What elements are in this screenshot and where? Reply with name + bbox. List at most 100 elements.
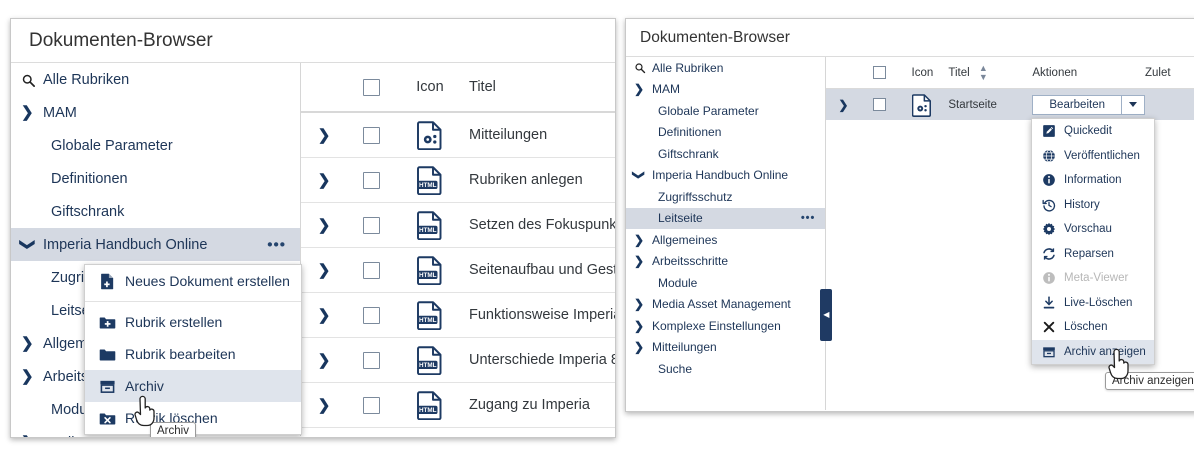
chevron-right-icon[interactable]: ❯: [21, 435, 34, 437]
dropdown-item-reparsen[interactable]: Reparsen: [1032, 242, 1154, 267]
tree-expander[interactable]: ❯: [634, 341, 652, 353]
chevron-down-icon[interactable]: ❯: [632, 170, 647, 181]
title-column-header[interactable]: Titel: [469, 79, 496, 95]
row-expander-cell[interactable]: ❯: [301, 308, 347, 323]
dropdown-item-archiv-anzeigen[interactable]: Archiv anzeigen: [1032, 339, 1154, 364]
tree-expander[interactable]: ❯: [21, 369, 43, 384]
chevron-right-icon[interactable]: ❯: [838, 97, 849, 112]
tree-expander[interactable]: ❯: [634, 320, 652, 332]
select-all-checkbox-right[interactable]: [872, 66, 886, 79]
row-checkbox-cell[interactable]: [347, 351, 395, 369]
dropdown-item-information[interactable]: Information: [1032, 168, 1154, 193]
chevron-right-icon[interactable]: ❯: [21, 368, 34, 385]
tree-expander[interactable]: ❯: [634, 298, 652, 310]
row-expander-cell[interactable]: ❯: [301, 218, 347, 233]
tree-item-mitteilungen[interactable]: ❯Mitteilungen: [626, 337, 825, 359]
row-expander-cell[interactable]: ❯: [301, 353, 347, 368]
row-checkbox-cell[interactable]: [347, 261, 395, 279]
sort-arrows-icon[interactable]: ▲▼: [978, 62, 988, 82]
tree-item-allgemeines[interactable]: ❯Allgemeines: [626, 229, 825, 251]
tree-item-overflow-menu[interactable]: •••: [800, 212, 816, 225]
table-row[interactable]: ❯ Startseite: [826, 89, 1194, 120]
tree-item-giftschrank[interactable]: Giftschrank: [626, 143, 825, 165]
row-checkbox-cell[interactable]: [860, 98, 898, 111]
chevron-right-icon[interactable]: ❯: [634, 254, 645, 269]
chevron-right-icon[interactable]: ❯: [634, 318, 645, 333]
chevron-right-icon[interactable]: ❯: [317, 261, 331, 279]
tree-item-media-asset-management[interactable]: ❯Media Asset Management: [626, 294, 825, 316]
chevron-right-icon[interactable]: ❯: [317, 171, 331, 189]
row-checkbox[interactable]: [362, 306, 380, 324]
last-modified-column-header[interactable]: Zulet: [1145, 66, 1171, 79]
row-expander-cell[interactable]: ❯: [301, 128, 347, 143]
tree-item-suche[interactable]: Suche: [626, 358, 825, 380]
tree-expander[interactable]: [21, 73, 43, 87]
table-row[interactable]: ❯Mitteilungen: [301, 113, 615, 158]
tree-item-alle-rubriken[interactable]: Alle Rubriken: [626, 57, 825, 79]
tree-expander[interactable]: ❯: [21, 336, 43, 351]
tree-item-media-asset-management[interactable]: ❯Media Asset Management: [11, 426, 300, 438]
tree-item-leitseite[interactable]: Leitseite•••: [626, 207, 826, 229]
row-checkbox-cell[interactable]: [347, 216, 395, 234]
tree-item-definitionen[interactable]: Definitionen: [626, 122, 825, 144]
tree-item-module[interactable]: Module: [626, 272, 825, 294]
tree-item-imperia-handbuch-online[interactable]: ❯Imperia Handbuch Online•••: [11, 228, 300, 261]
tree-item-zugriffsschutz[interactable]: Zugriffsschutz: [626, 186, 825, 208]
tree-expander[interactable]: ❯: [21, 105, 43, 120]
row-checkbox[interactable]: [872, 98, 886, 111]
tree-item-imperia-handbuch-online[interactable]: ❯Imperia Handbuch Online: [626, 165, 825, 187]
row-checkbox-cell[interactable]: [347, 306, 395, 324]
tree-item-overflow-menu[interactable]: •••: [267, 236, 286, 253]
row-checkbox-cell[interactable]: [347, 126, 395, 144]
chevron-right-icon[interactable]: ❯: [21, 104, 34, 121]
row-checkbox[interactable]: [362, 216, 380, 234]
row-checkbox[interactable]: [362, 396, 380, 414]
tree-item-globale-parameter[interactable]: Globale Parameter: [626, 100, 825, 122]
edit-button[interactable]: Bearbeiten: [1032, 94, 1121, 115]
tree-item-definitionen[interactable]: Definitionen: [11, 162, 300, 195]
row-checkbox[interactable]: [362, 126, 380, 144]
chevron-right-icon[interactable]: ❯: [317, 306, 331, 324]
dropdown-item-ver-ffentlichen[interactable]: Veröffentlichen: [1032, 144, 1154, 169]
chevron-right-icon[interactable]: ❯: [634, 297, 645, 312]
row-expander-cell[interactable]: ❯: [301, 173, 347, 188]
row-expander-cell[interactable]: ❯: [301, 398, 347, 413]
edit-split-button[interactable]: Bearbeiten: [1032, 94, 1145, 115]
tree-item-globale-parameter[interactable]: Globale Parameter: [11, 129, 300, 162]
dropdown-item-history[interactable]: History: [1032, 193, 1154, 218]
tree-item-komplexe-einstellungen[interactable]: ❯Komplexe Einstellungen: [626, 315, 825, 337]
row-checkbox-cell[interactable]: [347, 396, 395, 414]
tree-item-mam[interactable]: ❯MAM: [626, 79, 825, 101]
select-all-checkbox-cell[interactable]: [347, 78, 395, 96]
chevron-right-icon[interactable]: ❯: [317, 351, 331, 369]
tree-item-arbeitsschritte[interactable]: ❯Arbeitsschritte: [626, 251, 825, 273]
tree-expander[interactable]: ❯: [19, 237, 43, 252]
tree-expander[interactable]: ❯: [21, 435, 43, 437]
select-all-checkbox[interactable]: [362, 78, 380, 96]
dropdown-item-vorschau[interactable]: Vorschau: [1032, 217, 1154, 242]
context-menu-item-rubrik-erstellen[interactable]: Rubrik erstellen: [85, 306, 301, 338]
select-all-checkbox-cell-right[interactable]: [860, 66, 898, 79]
context-menu-item-archiv[interactable]: Archiv: [85, 370, 301, 402]
icon-column-header[interactable]: Icon: [416, 79, 444, 95]
edit-dropdown-toggle[interactable]: [1121, 94, 1145, 115]
context-menu-item-rubrik-bearbeiten[interactable]: Rubrik bearbeiten: [85, 338, 301, 370]
tree-item-alle-rubriken[interactable]: Alle Rubriken: [11, 63, 300, 96]
title-column-header-right[interactable]: Titel ▲▼: [946, 62, 1032, 82]
context-menu-item-neues-dokument-erstellen[interactable]: Neues Dokument erstellen: [85, 265, 301, 297]
dropdown-item-l-schen[interactable]: Löschen: [1032, 315, 1154, 340]
actions-column-header[interactable]: Aktionen: [1032, 66, 1078, 79]
chevron-right-icon[interactable]: ❯: [317, 396, 331, 414]
tree-expander[interactable]: ❯: [634, 234, 652, 246]
tree-item-mam[interactable]: ❯MAM: [11, 96, 300, 129]
row-checkbox[interactable]: [362, 171, 380, 189]
dropdown-item-quickedit[interactable]: Quickedit: [1032, 119, 1154, 144]
chevron-right-icon[interactable]: ❯: [317, 216, 331, 234]
